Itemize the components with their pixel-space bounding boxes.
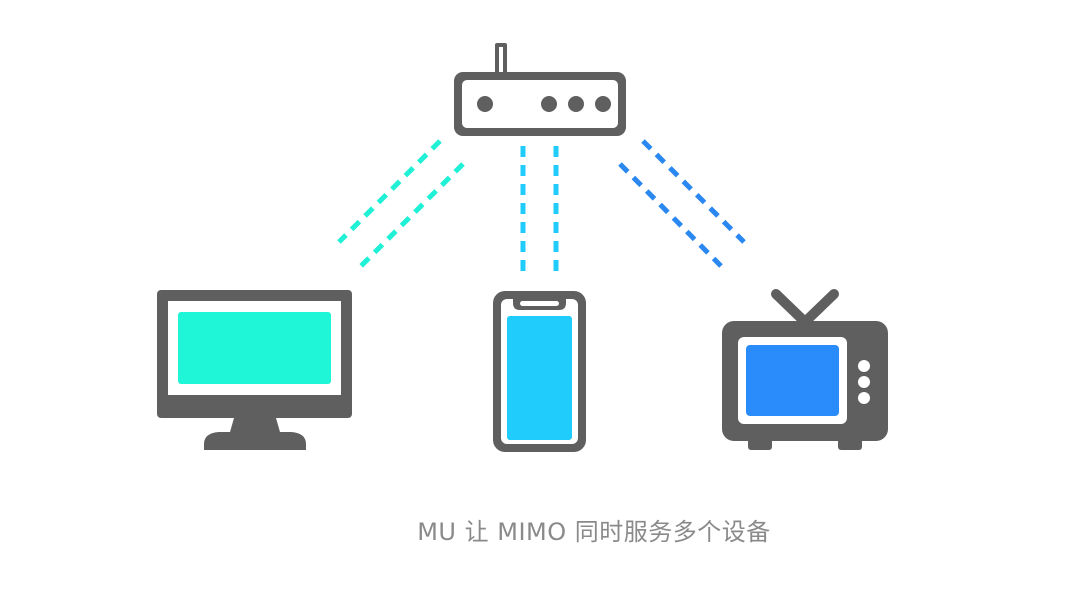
monitor-screen — [178, 312, 331, 384]
tv-knob — [858, 392, 870, 404]
tv-screen — [746, 345, 839, 416]
monitor-icon — [157, 290, 352, 450]
link-tv-line — [641, 139, 746, 244]
phone-screen — [507, 316, 572, 440]
router-icon — [454, 43, 626, 136]
monitor-stand — [204, 418, 306, 450]
diagram-caption: MU 让 MIMO 同时服务多个设备 — [417, 518, 771, 546]
link-monitor-line — [359, 162, 465, 268]
tv-icon — [722, 289, 888, 450]
link-tv-line — [618, 162, 723, 268]
tv-antenna — [771, 289, 809, 326]
link-phone — [520, 146, 559, 273]
router-led — [568, 96, 584, 112]
link-monitor — [337, 139, 465, 268]
tv-knob — [858, 360, 870, 372]
router-led — [595, 96, 611, 112]
router-led — [477, 96, 493, 112]
link-tv — [618, 139, 746, 268]
tv-foot — [748, 438, 772, 450]
link-monitor-line — [337, 139, 442, 244]
router-led — [541, 96, 557, 112]
tv-foot — [838, 438, 862, 450]
phone-icon — [493, 291, 586, 452]
tv-knob — [858, 376, 870, 388]
tv-antenna — [801, 289, 839, 326]
